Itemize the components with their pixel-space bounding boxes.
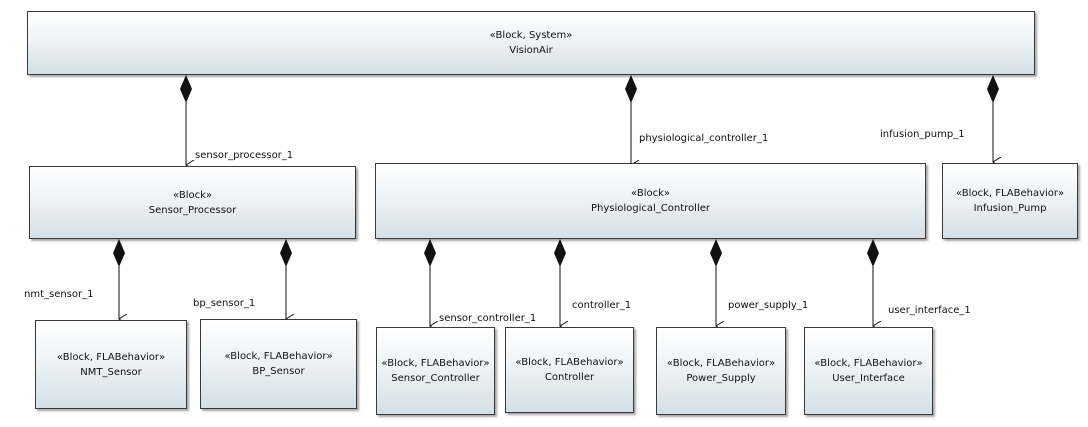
composition-physiological-controller-power-supply[interactable] bbox=[710, 239, 722, 326]
composition-physiological-controller-sensor-controller[interactable] bbox=[424, 239, 436, 326]
role-label-user-interface: user_interface_1 bbox=[888, 305, 971, 316]
block-name: Sensor_Controller bbox=[391, 373, 480, 384]
block-physiological-controller[interactable]: «Block» Physiological_Controller bbox=[375, 163, 926, 239]
composition-vision-air-infusion-pump[interactable] bbox=[987, 75, 999, 162]
block-stereotype: «Block, System» bbox=[489, 30, 573, 41]
composition-vision-air-sensor-processor[interactable] bbox=[180, 75, 192, 165]
composition-diamond bbox=[554, 239, 566, 267]
block-name: BP_Sensor bbox=[252, 366, 305, 377]
role-label-sensor-controller: sensor_controller_1 bbox=[439, 313, 537, 324]
composition-diamond bbox=[987, 75, 999, 103]
block-name: User_Interface bbox=[832, 373, 905, 384]
block-name: Physiological_Controller bbox=[590, 203, 710, 214]
role-label-controller: controller_1 bbox=[572, 300, 632, 311]
composition-diamond bbox=[867, 239, 879, 267]
composition-diamond bbox=[625, 75, 637, 103]
block-nmt-sensor[interactable]: «Block, FLABehavior» NMT_Sensor bbox=[35, 320, 187, 409]
block-stereotype: «Block, FLABehavior» bbox=[515, 357, 624, 368]
block-stereotype: «Block, FLABehavior» bbox=[224, 351, 333, 362]
block-stereotype: «Block, FLABehavior» bbox=[56, 351, 166, 363]
role-label-power-supply: power_supply_1 bbox=[728, 300, 809, 311]
block-name: Controller bbox=[544, 372, 595, 383]
block-infusion-pump[interactable]: «Block, FLABehavior» Infusion_Pump bbox=[942, 163, 1078, 239]
block-name: VisionAir bbox=[509, 45, 553, 56]
block-stereotype: «Block, FLABehavior» bbox=[955, 188, 1065, 199]
composition-diamond bbox=[424, 239, 436, 267]
composition-diamond bbox=[280, 239, 292, 267]
block-power-supply[interactable]: «Block, FLABehavior» Power_Supply bbox=[656, 327, 786, 415]
block-stereotype: «Block, FLABehavior» bbox=[666, 358, 776, 369]
role-label-sensor-processor: sensor_processor_1 bbox=[195, 150, 294, 161]
block-visionair[interactable]: «Block, System» VisionAir bbox=[27, 11, 1035, 75]
block-controller[interactable]: «Block, FLABehavior» Controller bbox=[505, 327, 634, 413]
composition-physiological-controller-controller[interactable] bbox=[554, 239, 566, 326]
role-label-bp-sensor: bp_sensor_1 bbox=[193, 298, 256, 309]
block-name: Sensor_Processor bbox=[148, 204, 237, 216]
block-name: NMT_Sensor bbox=[80, 366, 142, 378]
block-sensor-controller[interactable]: «Block, FLABehavior» Sensor_Controller bbox=[376, 327, 495, 415]
block-name: Power_Supply bbox=[686, 373, 756, 384]
block-stereotype: «Block» bbox=[172, 189, 213, 201]
role-label-infusion-pump: infusion_pump_1 bbox=[880, 129, 965, 140]
composition-physiological-controller-user-interface[interactable] bbox=[867, 239, 879, 326]
composition-sensor-processor-bp-sensor[interactable] bbox=[280, 239, 292, 319]
role-label-nmt-sensor: nmt_sensor_1 bbox=[24, 289, 94, 300]
block-user-interface[interactable]: «Block, FLABehavior» User_Interface bbox=[804, 327, 933, 415]
composition-diamond bbox=[113, 239, 125, 267]
block-stereotype: «Block» bbox=[630, 188, 671, 199]
composition-diamond bbox=[180, 75, 192, 103]
block-stereotype: «Block, FLABehavior» bbox=[381, 358, 490, 369]
block-name: Infusion_Pump bbox=[973, 203, 1047, 214]
block-sensor-processor[interactable]: «Block» Sensor_Processor bbox=[29, 166, 356, 239]
block-bp-sensor[interactable]: «Block, FLABehavior» BP_Sensor bbox=[200, 319, 357, 409]
role-label-physiological-controller: physiological_controller_1 bbox=[639, 133, 769, 144]
composition-sensor-processor-nmt-sensor[interactable] bbox=[113, 239, 125, 319]
block-stereotype: «Block, FLABehavior» bbox=[814, 358, 923, 369]
composition-diamond bbox=[710, 239, 722, 267]
composition-vision-air-physiological-controller[interactable] bbox=[625, 75, 637, 165]
